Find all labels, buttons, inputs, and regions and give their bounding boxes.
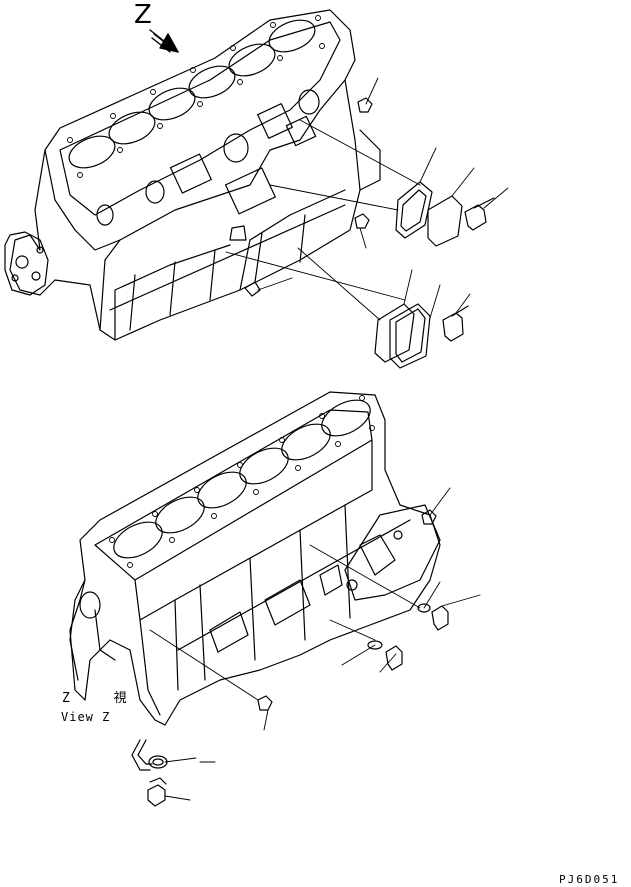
view-caption-english: View Z	[61, 710, 111, 724]
upper-cylinder-block	[5, 10, 380, 340]
leader-lines-upper	[226, 78, 508, 320]
cylinder-bores-upper	[65, 14, 320, 174]
cylinder-bores-lower	[108, 393, 376, 565]
view-z-arrow	[150, 30, 178, 52]
drawing-code: PJ6D051	[559, 873, 620, 886]
head-bolt-holes-upper	[68, 16, 325, 178]
view-arrow-letter: Z	[134, 0, 152, 30]
head-bolt-holes-lower	[110, 396, 375, 568]
parts-lower	[132, 510, 448, 806]
view-caption-japanese: Z 視	[62, 691, 145, 706]
leader-lines-lower	[150, 488, 480, 800]
lower-cylinder-block	[70, 392, 440, 725]
